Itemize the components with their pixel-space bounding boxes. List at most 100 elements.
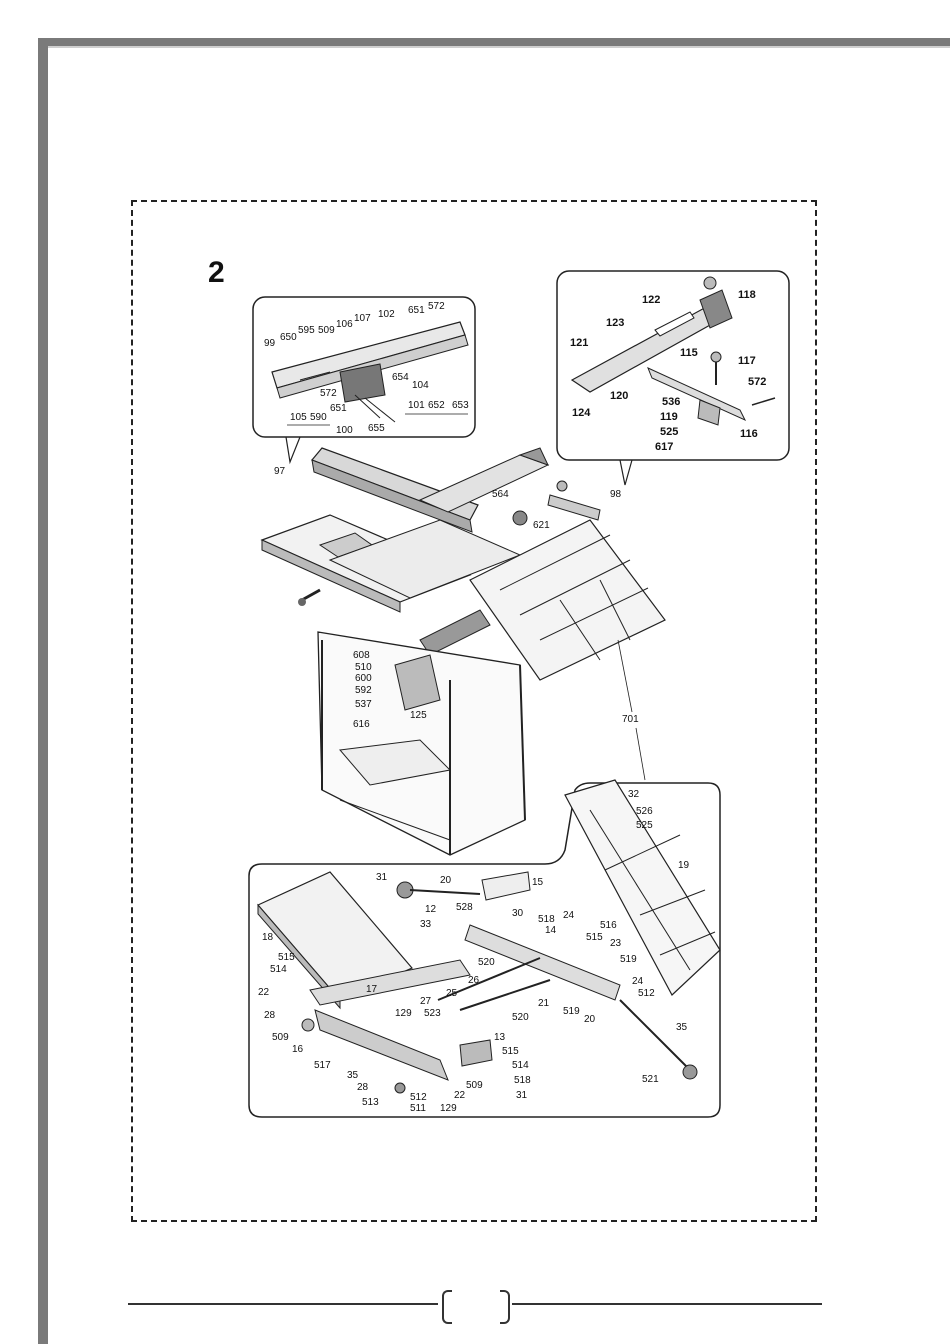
callout-label: 24	[632, 976, 644, 987]
callout-label: 519	[563, 1006, 580, 1017]
callout-label: 102	[378, 309, 395, 320]
callout-label: 564	[492, 489, 509, 500]
callout-label: 521	[642, 1074, 659, 1085]
callout-label: 517	[314, 1060, 331, 1071]
callout-label: 12	[425, 904, 437, 915]
callout-label: 511	[410, 1103, 426, 1114]
callout-label: 105	[290, 412, 307, 423]
callout-label: 121	[570, 337, 588, 349]
page-number-bracket-right	[500, 1290, 510, 1324]
callout-label: 621	[533, 520, 550, 531]
callout-label: 608	[353, 650, 370, 661]
callout-label: 24	[563, 910, 575, 921]
callout-label: 13	[494, 1032, 506, 1043]
guard-detail-group: 118 122 123 121 115 117 572 120 536 119 …	[556, 270, 790, 486]
callout-label: 520	[478, 957, 495, 968]
callout-label: 25	[446, 988, 458, 999]
footer-rule-left	[128, 1303, 438, 1305]
callout-label: 107	[354, 313, 371, 324]
callout-label: 537	[355, 699, 372, 710]
callout-label: 651	[408, 305, 425, 316]
callout-label: 98	[610, 489, 622, 500]
callout-label: 513	[362, 1097, 379, 1108]
callout-label: 17	[366, 984, 378, 995]
table-detail-group: 32 526 525 19 31 20 15 528 30 518 12 33 …	[248, 779, 721, 1118]
fence-detail-bubble	[252, 296, 476, 438]
callout-label: 23	[610, 938, 622, 949]
callout-label: 26	[468, 975, 480, 986]
callout-label: 22	[258, 987, 270, 998]
callout-label: 16	[292, 1044, 304, 1055]
callout-label: 119	[660, 411, 678, 423]
page-number-bracket-left	[442, 1290, 452, 1324]
callout-label: 99	[264, 338, 276, 349]
callout-label: 129	[395, 1008, 412, 1019]
callout-label: 518	[538, 914, 555, 925]
callout-label: 15	[532, 877, 544, 888]
callout-label: 509	[272, 1032, 289, 1043]
callout-label: 27	[420, 996, 432, 1007]
callout-label: 572	[320, 388, 337, 399]
callout-label: 31	[376, 872, 388, 883]
figure-number: 2	[208, 256, 225, 289]
callout-label: 33	[420, 919, 432, 930]
fence-detail-group: 99 650 595 509 106 107 102 651 572 572 6…	[252, 296, 476, 465]
callout-label: 101	[408, 400, 425, 411]
callout-label: 514	[270, 964, 287, 975]
footer-rule-right	[512, 1303, 822, 1305]
callout-label: 526	[636, 806, 653, 817]
callout-label: 104	[412, 380, 429, 391]
callout-label: 655	[368, 423, 385, 434]
page-frame-left-bar	[38, 38, 48, 1344]
callout-label: 122	[642, 294, 660, 306]
callout-label: 592	[355, 685, 372, 696]
callout-label: 516	[600, 920, 617, 931]
callout-label: 123	[606, 317, 624, 329]
callout-label: 616	[353, 719, 370, 730]
callout-label: 510	[355, 662, 372, 673]
page-frame-top-bar	[38, 38, 950, 46]
callout-label: 525	[636, 820, 653, 831]
callout-label: 514	[512, 1060, 529, 1071]
table-detail-bubble	[248, 782, 721, 1118]
callout-label: 509	[318, 325, 335, 336]
callout-label: 652	[428, 400, 445, 411]
callout-label: 512	[638, 988, 655, 999]
callout-label: 116	[740, 428, 758, 440]
callout-label: 35	[347, 1070, 359, 1081]
callout-label: 515	[502, 1046, 519, 1057]
callout-label: 654	[392, 372, 409, 383]
page-frame-inner-line	[48, 46, 950, 48]
callout-label: 519	[620, 954, 637, 965]
callout-label: 32	[628, 789, 640, 800]
callout-label: 523	[424, 1008, 441, 1019]
callout-label: 28	[357, 1082, 369, 1093]
callout-label: 115	[680, 347, 698, 359]
callout-label: 572	[748, 376, 766, 388]
callout-label: 650	[280, 332, 297, 343]
callout-label: 31	[516, 1090, 528, 1101]
callout-label: 129	[440, 1103, 457, 1114]
callout-label: 30	[512, 908, 524, 919]
callout-label: 117	[738, 355, 756, 367]
callout-label: 18	[262, 932, 274, 943]
callout-label: 600	[355, 673, 372, 684]
callout-label: 590	[310, 412, 327, 423]
callout-label: 617	[655, 441, 673, 453]
callout-label: 97	[274, 466, 286, 477]
callout-label: 528	[456, 902, 473, 913]
callout-label: 651	[330, 403, 347, 414]
callout-label: 106	[336, 319, 353, 330]
figure-border	[131, 200, 817, 1222]
callout-label: 125	[410, 710, 427, 721]
callout-label: 21	[538, 998, 550, 1009]
callout-label: 595	[298, 325, 315, 336]
callout-label: 512	[410, 1092, 427, 1103]
callout-label: 14	[545, 925, 557, 936]
callout-label: 120	[610, 390, 628, 402]
callout-label: 572	[428, 301, 445, 312]
callout-label: 515	[278, 952, 295, 963]
main-assembly-group: 97 98 564 621 608 510 600 592 537 125 61…	[260, 447, 666, 856]
callout-label: 28	[264, 1010, 276, 1021]
